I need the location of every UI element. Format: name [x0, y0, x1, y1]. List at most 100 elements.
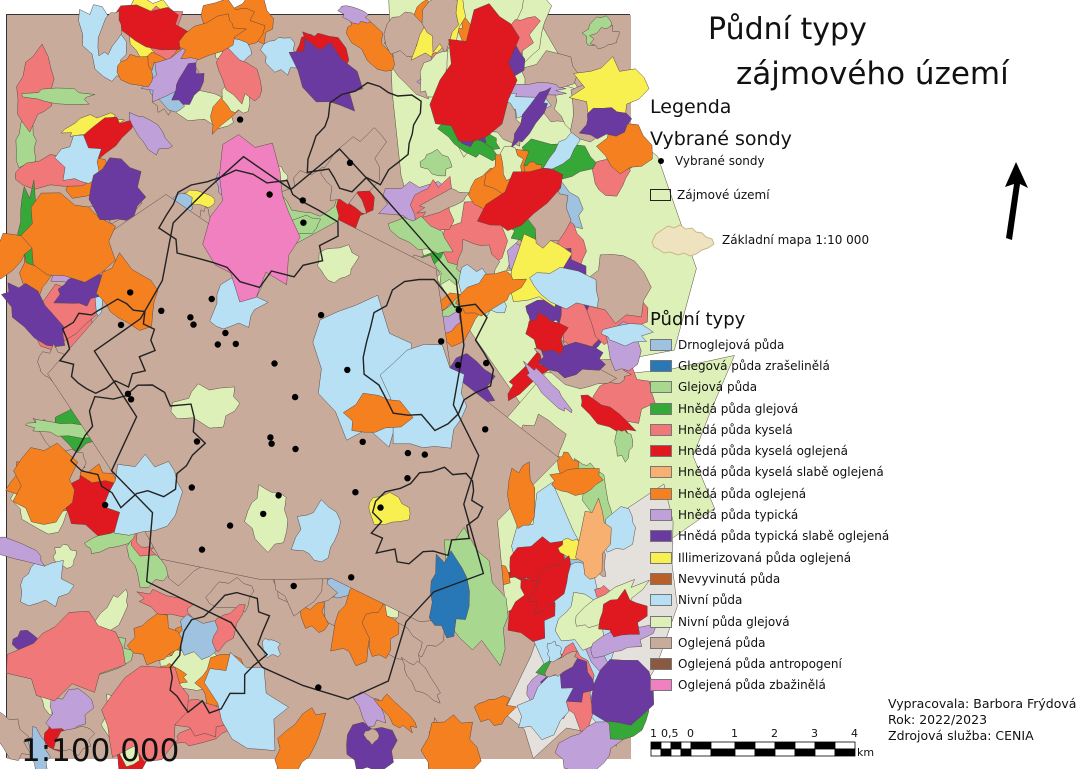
soil-map[interactable]: 1:100 000 [0, 0, 735, 769]
probe-point[interactable] [315, 684, 322, 691]
credit-source: Zdrojová služba: CENIA [888, 728, 1034, 743]
lake-polygon [102, 453, 183, 536]
probe-point[interactable] [158, 307, 165, 314]
soil-map-canvas[interactable] [0, 0, 735, 769]
soil-polygon [546, 640, 562, 663]
probe-point[interactable] [421, 451, 428, 458]
probe-point[interactable] [275, 492, 282, 499]
soil-polygon [320, 127, 387, 206]
scalebar-segment [814, 741, 836, 750]
scalebar-segment [710, 741, 736, 750]
soil-polygon [54, 134, 102, 184]
oglejena-hneda-polygon [12, 442, 79, 525]
field-polygon [170, 383, 241, 429]
area-of-interest-boundary [157, 169, 339, 289]
probe-point[interactable] [190, 321, 197, 328]
probe-point[interactable] [232, 340, 239, 348]
probe-point[interactable] [222, 329, 229, 337]
soil-polygon [578, 107, 633, 140]
probe-point[interactable] [117, 321, 125, 329]
soil-legend-item: Nivní půda glejová [650, 611, 889, 632]
probe-point[interactable] [482, 426, 489, 433]
area-of-interest-boundary [362, 278, 495, 432]
probe-point[interactable] [268, 440, 275, 447]
zraselinela-polygon [428, 550, 470, 639]
soil-polygon [53, 725, 96, 757]
map-credits: Vypracovala: Barbora Frýdová Rok: 2022/2… [888, 696, 1078, 758]
soil-polygon [45, 688, 95, 735]
probe-point[interactable] [455, 306, 462, 314]
scalebar-tick-label: 0 [687, 727, 694, 740]
probe-point[interactable] [124, 390, 132, 397]
soil-swatch [650, 359, 672, 372]
scalebar-tick-label: 2 [771, 727, 778, 740]
typicka-slabe-polygon [288, 38, 363, 112]
soil-legend-item: Oglejená půda zbažinělá [650, 675, 889, 696]
soil-polygon [128, 112, 173, 156]
probe-point[interactable] [438, 338, 445, 345]
soil-polygon [598, 588, 648, 638]
typicka-slabe-polygon [88, 157, 147, 221]
probe-point[interactable] [214, 341, 221, 348]
soil-legend-label: Hnědá půda oglejená [678, 486, 807, 501]
soil-legend-item: Drnoglejová půda [650, 334, 889, 355]
probe-point[interactable] [226, 522, 234, 529]
soil-legend-item: Nevyvinutá půda [650, 568, 889, 589]
probe-point[interactable] [346, 159, 354, 166]
probe-point[interactable] [359, 438, 366, 445]
probe-point[interactable] [317, 311, 325, 319]
soil-legend-label: Oglejená půda [678, 635, 766, 650]
soil-polygon [575, 497, 612, 580]
scalebar-segment [660, 741, 672, 750]
kysela-oglejena-polygon [525, 312, 569, 355]
probe-point[interactable] [377, 504, 384, 511]
scalebar-segment [670, 748, 682, 757]
probe-point[interactable] [101, 501, 109, 509]
soil-polygon [97, 10, 123, 57]
probe-point[interactable] [299, 197, 306, 204]
soil-polygon [589, 254, 652, 324]
probe-point[interactable] [291, 393, 299, 401]
legend-item-area-label: Zájmové území [677, 188, 770, 202]
probe-point[interactable] [188, 484, 195, 491]
probe-point[interactable] [348, 574, 355, 581]
probe-point[interactable] [260, 510, 267, 518]
soil-legend-label: Hnědá půda typická slabě oglejená [678, 529, 890, 544]
probe-point[interactable] [300, 219, 307, 226]
probe-point[interactable] [208, 295, 215, 303]
probe-point[interactable] [193, 438, 201, 445]
probe-point[interactable] [404, 449, 412, 457]
credit-author: Vypracovala: Barbora Frýdová [888, 696, 1077, 711]
probe-point[interactable] [483, 359, 490, 367]
probe-point[interactable] [344, 366, 351, 374]
probe-point[interactable] [267, 434, 274, 441]
north-arrow-icon [1005, 162, 1028, 240]
credit-year: Rok: 2022/2023 [888, 712, 988, 727]
probe-point[interactable] [454, 361, 462, 369]
soil-polygon [171, 62, 205, 105]
soil-polygon [400, 656, 441, 704]
probe-point[interactable] [236, 116, 244, 123]
soil-swatch [650, 402, 672, 415]
probe-point[interactable] [127, 396, 135, 403]
probe-point[interactable] [271, 360, 278, 367]
probe-point[interactable] [127, 289, 134, 296]
soil-swatch [650, 445, 672, 458]
kysela-polygon [6, 611, 126, 702]
soil-polygon [16, 43, 55, 133]
soil-polygon [591, 659, 654, 726]
probe-point[interactable] [292, 445, 299, 453]
scalebar-segment [754, 748, 776, 757]
soil-swatch [650, 509, 672, 522]
soil-swatch [650, 487, 672, 500]
probe-point[interactable] [404, 475, 411, 482]
probe-point[interactable] [352, 489, 359, 496]
legend-item-probes-label: Vybrané sondy [675, 154, 765, 168]
soil-polygon [0, 282, 66, 347]
scalebar-tick-label: 1 [650, 727, 657, 740]
probe-point[interactable] [187, 314, 194, 321]
soil-legend-label: Glejová půda [678, 380, 758, 395]
probe-point[interactable] [266, 191, 273, 198]
probe-point[interactable] [290, 582, 297, 590]
probe-point[interactable] [198, 546, 206, 553]
